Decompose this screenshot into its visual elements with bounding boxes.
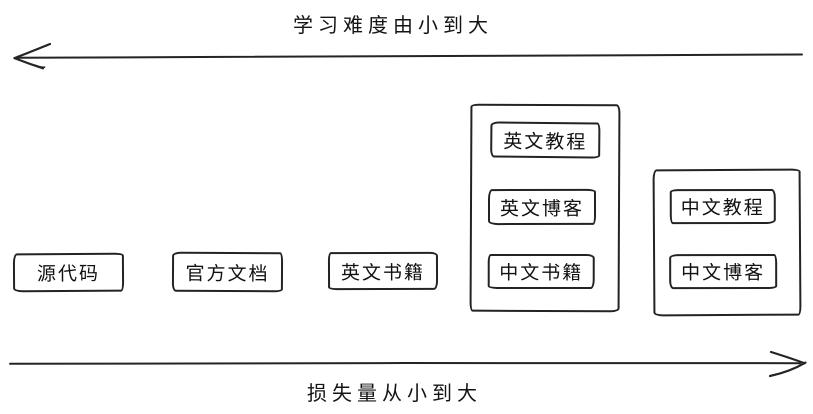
- box-source-code: 源代码: [12, 252, 125, 293]
- group-english-materials: 英文教程 英文博客 中文书籍: [469, 103, 621, 313]
- box-english-blogs: 英文博客: [487, 188, 597, 226]
- arrow-left-icon: [13, 42, 803, 70]
- group-chinese-materials: 中文教程 中文博客: [652, 168, 802, 317]
- box-english-tutorials: 英文教程: [490, 121, 601, 159]
- loss-axis-label: 损失量从小到大: [307, 383, 482, 405]
- box-english-books: 英文书籍: [327, 251, 439, 291]
- difficulty-axis-label: 学习难度由小到大: [293, 15, 493, 37]
- box-chinese-blogs: 中文博客: [669, 253, 778, 290]
- box-official-docs: 官方文档: [171, 251, 284, 293]
- box-chinese-books: 中文书籍: [487, 253, 595, 290]
- box-chinese-tutorials: 中文教程: [669, 188, 776, 225]
- arrow-right-icon: [9, 350, 807, 378]
